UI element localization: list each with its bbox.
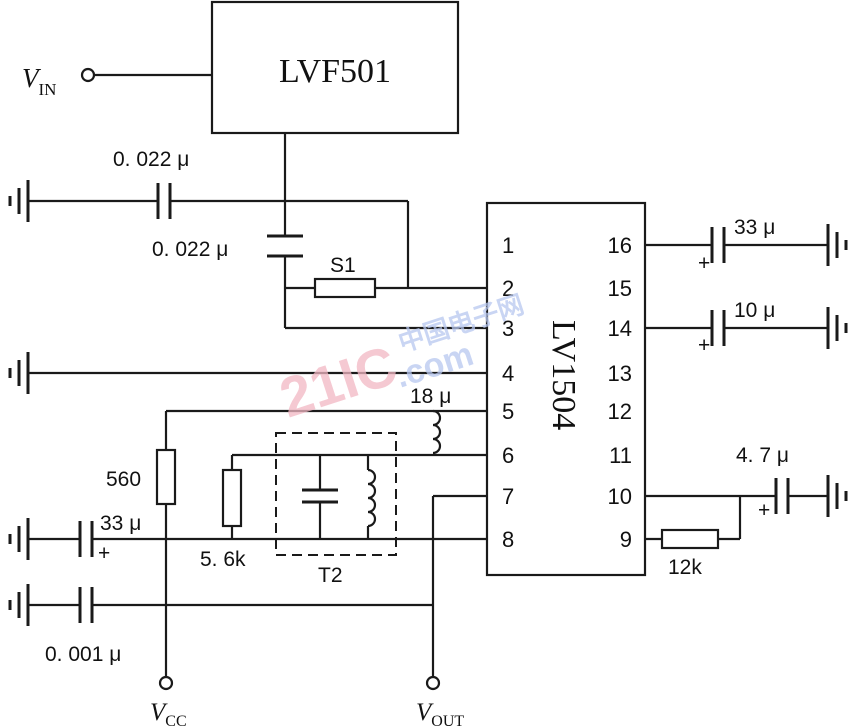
ic-pin-left: 7: [502, 484, 514, 509]
capacitor-symbol: [156, 183, 172, 219]
ground-symbol: [8, 180, 30, 222]
cap-value-top: 0. 022 μ: [113, 148, 189, 171]
ic-pin-left: 8: [502, 527, 514, 552]
inductor-18u: [432, 409, 442, 455]
vin-terminal: [80, 67, 96, 83]
ic-box: [485, 201, 647, 577]
ic-pin-left: 4: [502, 361, 514, 386]
plus-sign: +: [698, 252, 710, 275]
regulator-label: LVF501: [279, 53, 391, 90]
plus-sign: +: [98, 542, 110, 565]
cap-value-bottom: 0. 001 μ: [45, 643, 121, 666]
ic-pin-right: 16: [608, 233, 632, 258]
ic-label: LV1504: [545, 320, 582, 430]
ground-symbol: [8, 584, 30, 626]
ic-pin-right: 10: [608, 484, 632, 509]
resistor-560: [155, 448, 177, 506]
ground-symbol: [826, 475, 848, 517]
watermark-brand: 21IC: [272, 333, 404, 429]
resistor-5k6: [221, 468, 243, 528]
capacitor-symbol: [774, 478, 790, 514]
regulator-box: [210, 0, 460, 135]
capacitor-symbol: [710, 310, 726, 346]
ic-pin-left: 5: [502, 399, 514, 424]
ic-pin-left: 6: [502, 443, 514, 468]
r5k6-label: 5. 6k: [200, 548, 246, 571]
r12k-label: 12k: [668, 556, 702, 579]
resistor-12k: [660, 528, 720, 550]
ground-symbol: [826, 307, 848, 349]
ic-pin-right: 12: [608, 399, 632, 424]
ic-pin-left: 1: [502, 233, 514, 258]
ground-symbol: [8, 352, 30, 394]
ic-pin-right: 14: [608, 316, 632, 341]
ic-pin-left: 2: [502, 276, 514, 301]
ic-pin-right: 15: [608, 276, 632, 301]
capacitor-symbol: [710, 227, 726, 263]
switch-s1: [313, 277, 377, 299]
vin-label: VIN: [22, 63, 56, 99]
t2-label: T2: [318, 564, 343, 587]
ic-pin-right: 9: [620, 527, 632, 552]
capacitor-symbol: [78, 521, 94, 557]
ic-pin-right: 13: [608, 361, 632, 386]
plus-sign: +: [758, 499, 770, 522]
s1-label: S1: [330, 254, 356, 277]
cap-value-pin10: 4. 7 μ: [736, 444, 789, 467]
vout-label: VOUT: [416, 699, 464, 727]
transformer-t2-box: [275, 432, 397, 556]
cap-value-pin14: 10 μ: [734, 299, 775, 322]
r560-label: 560: [106, 468, 141, 491]
ic-pin-right: 11: [609, 443, 632, 468]
vcc-label: VCC: [150, 699, 187, 727]
ground-symbol: [8, 518, 30, 560]
ic-pin-left: 3: [502, 316, 514, 341]
cap-value-mid: 0. 022 μ: [152, 238, 228, 261]
vout-terminal: [425, 675, 441, 691]
capacitor-symbol: [267, 234, 303, 258]
vcc-terminal: [158, 675, 174, 691]
cap-value-pin16: 33 μ: [734, 216, 775, 239]
ground-symbol: [826, 224, 848, 266]
inductor-value: 18 μ: [410, 385, 451, 408]
inductor-t2: [367, 468, 377, 528]
cap-value-pin8: 33 μ: [100, 512, 141, 535]
capacitor-symbol: [78, 587, 94, 623]
plus-sign: +: [698, 334, 710, 357]
capacitor-symbol: [302, 488, 338, 504]
